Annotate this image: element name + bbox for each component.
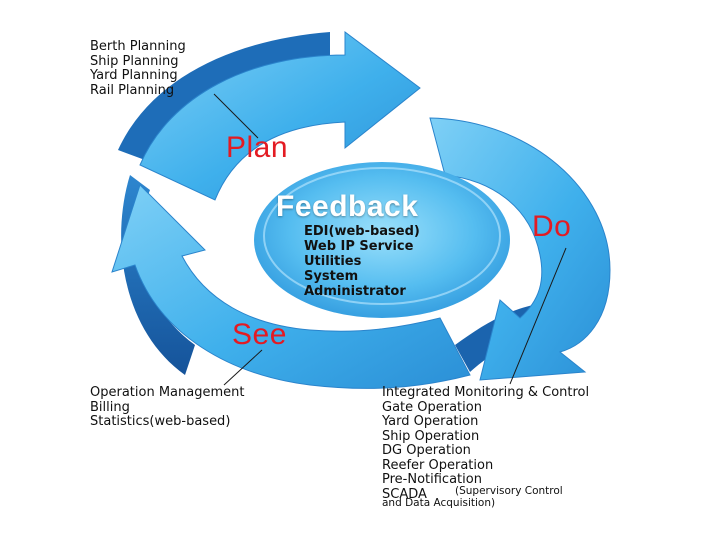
do-item: Pre-Notification: [382, 472, 482, 487]
feedback-item: System: [304, 269, 359, 284]
do-item: Ship Operation: [382, 428, 480, 444]
see-arrow: [111, 184, 471, 389]
feedback-title: Feedback: [276, 190, 419, 223]
do-arrow: [429, 117, 611, 381]
plan-arrow: [139, 31, 421, 201]
plan-items-list: Berth Planning Ship Planning Yard Planni…: [90, 39, 186, 98]
plan-item: Rail Planning: [90, 82, 175, 98]
scada-note-line1: (Supervisory Control: [455, 485, 563, 497]
do-item: SCADA: [382, 486, 427, 502]
plan-item: Ship Planning: [90, 53, 179, 69]
scada-note-line2: and Data Acquisition): [382, 497, 496, 509]
do-item: Yard Operation: [382, 414, 479, 429]
see-items-list: Operation Management Billing Statistics(…: [90, 385, 245, 430]
do-item: Integrated Monitoring & Control: [382, 385, 590, 400]
see-leader-line: [223, 349, 263, 386]
feedback-hub: [254, 162, 510, 318]
feedback-item: Web IP Service: [304, 239, 414, 254]
do-item: Gate Operation: [382, 399, 482, 415]
feedback-item: EDI(web-based): [304, 224, 420, 239]
feedback-item: Utilities: [304, 254, 362, 269]
do-leader-line: [509, 247, 567, 385]
see-item: Billing: [90, 399, 130, 415]
do-items-list: Integrated Monitoring & Control Gate Ope…: [382, 385, 590, 502]
plan-leader-line: [213, 93, 259, 139]
see-item: Statistics(web-based): [90, 414, 231, 429]
plan-item: Berth Planning: [90, 39, 186, 54]
see-label: See: [232, 318, 287, 351]
do-label: Do: [532, 210, 572, 243]
do-item: DG Operation: [382, 443, 471, 458]
do-item: Reefer Operation: [382, 457, 494, 473]
see-item: Operation Management: [90, 385, 245, 400]
feedback-item: Administrator: [304, 284, 406, 299]
plan-label: Plan: [226, 131, 289, 164]
plan-item: Yard Planning: [90, 68, 178, 83]
feedback-items-list: EDI(web-based) Web IP Service Utilities …: [304, 224, 420, 299]
